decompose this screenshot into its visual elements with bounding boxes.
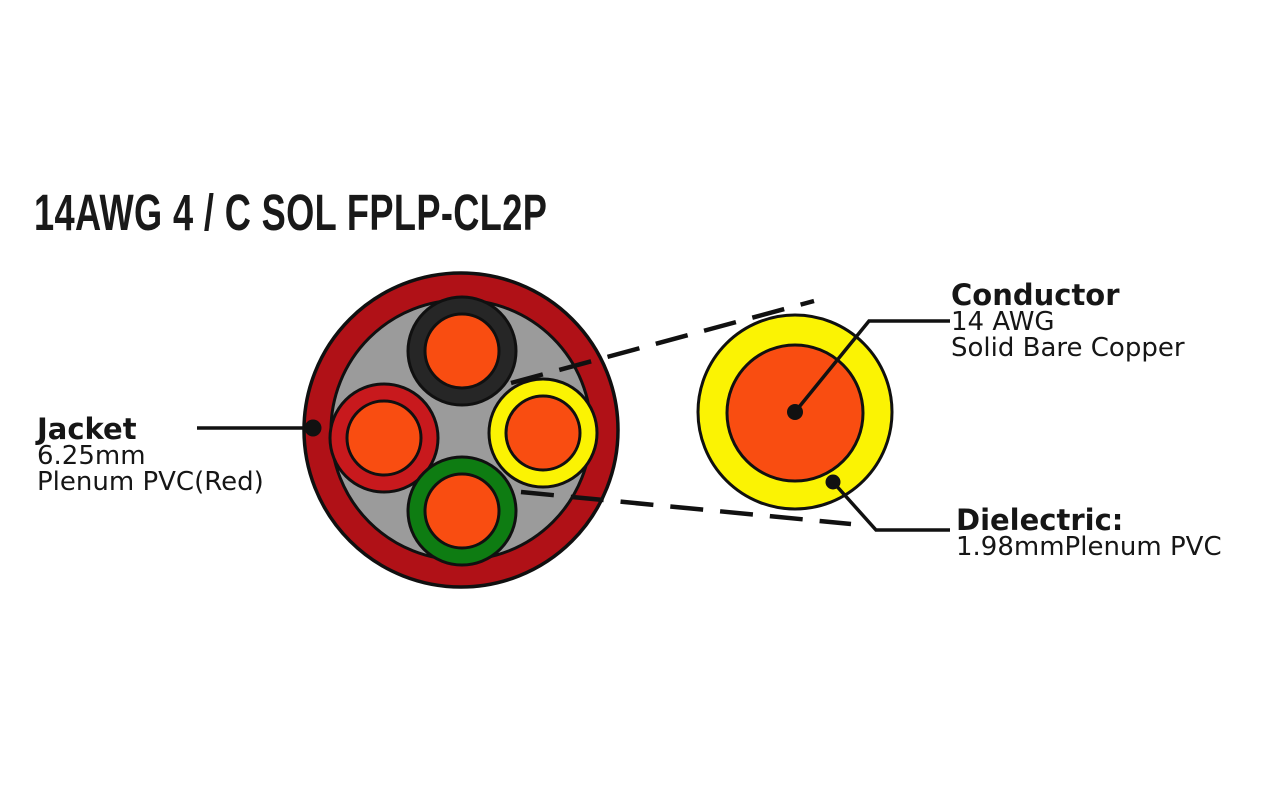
conductor-bottom-green (406, 455, 518, 567)
zoom-guide-line-bottom (520, 489, 852, 527)
conductor-label-material: Solid Bare Copper (951, 333, 1185, 363)
dielectric-leader-line (831, 480, 950, 532)
page-title: 14AWG 4 / C SOL FPLP-CL2P (34, 184, 548, 241)
conductor-label-gauge: 14 AWG (951, 307, 1055, 337)
copper-circle (504, 394, 582, 472)
jacket-label: Jacket 6.25mm Plenum PVC(Red) (37, 412, 264, 497)
jacket-label-material: Plenum PVC(Red) (37, 467, 264, 497)
conductor-label: Conductor 14 AWG Solid Bare Copper (951, 278, 1185, 363)
dielectric-label-title: Dielectric: (956, 503, 1124, 537)
conductor-pointer-dot (787, 404, 803, 420)
conductor-label-title: Conductor (951, 278, 1120, 312)
jacket-label-title: Jacket (37, 412, 137, 446)
copper-circle (423, 472, 501, 550)
copper-circle (423, 312, 501, 390)
copper-circle (345, 399, 423, 477)
dielectric-pointer-dot (825, 474, 841, 490)
jacket-pointer-dot (304, 419, 322, 437)
dielectric-label: Dielectric: 1.98mmPlenum PVC (956, 503, 1222, 562)
conductor-left-red (328, 382, 440, 494)
dielectric-label-material: 1.98mmPlenum PVC (956, 532, 1222, 562)
jacket-label-thickness: 6.25mm (37, 441, 146, 471)
conductor-top-black (406, 295, 518, 407)
cable-cross-section (302, 271, 620, 589)
conductor-leader-line (793, 319, 950, 414)
zoom-guide-line-top (510, 298, 815, 386)
conductor-right-yellow (487, 377, 599, 489)
